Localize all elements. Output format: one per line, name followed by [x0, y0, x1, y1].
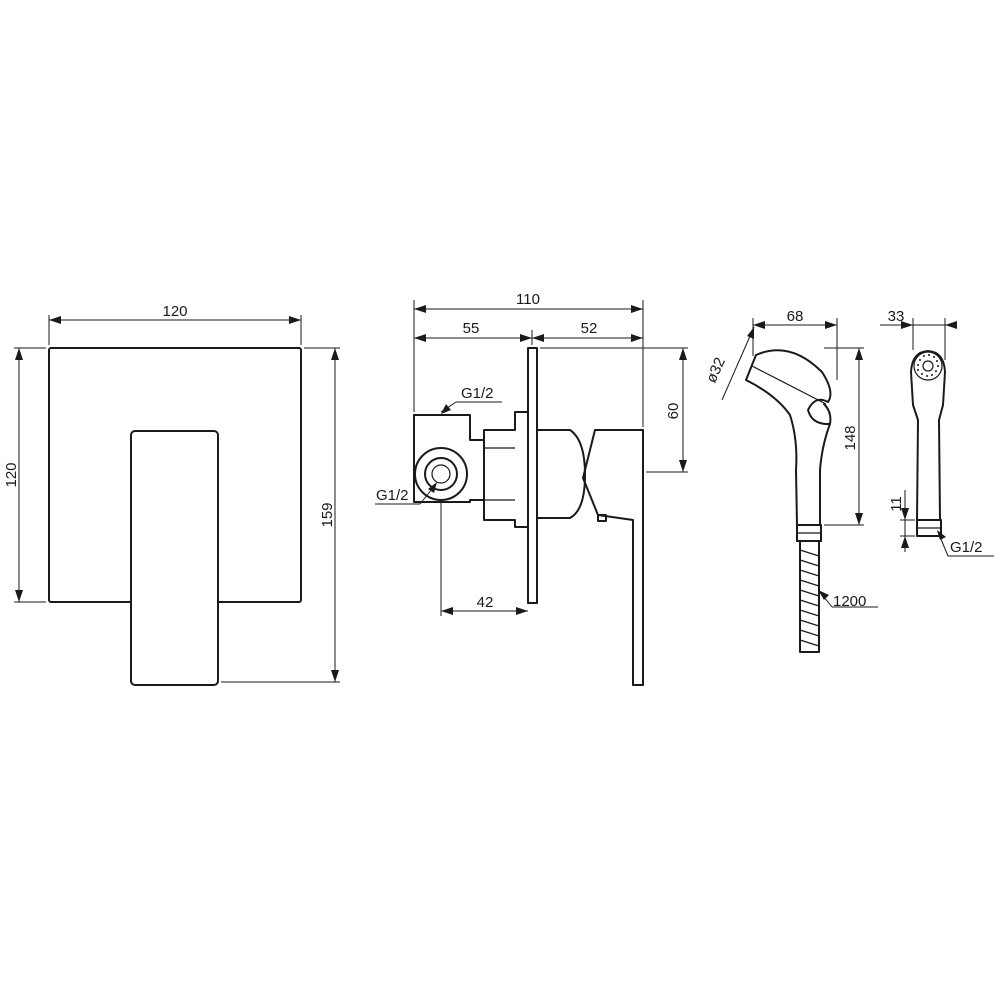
inlet-offset-dimension: 42: [440, 502, 528, 616]
inlet-inner-ring: [424, 457, 458, 491]
inlet-bore: [431, 464, 451, 484]
side-total-dimension: 110: [413, 291, 644, 427]
sprayer-body: [745, 349, 832, 526]
hose-ribs: [799, 549, 820, 647]
side-view: 110 55 52 60 42: [375, 291, 688, 686]
side-cartridge: [536, 429, 586, 519]
side-outlet-nut: [597, 514, 607, 522]
front-height-dimension: 120: [3, 347, 46, 603]
head-diameter-dimension: ø32: [703, 326, 755, 401]
spray-face-outer: [913, 351, 943, 381]
sprayer-front-view: 33 11 G1/2: [880, 308, 994, 557]
front-width-dimension: 120: [48, 303, 302, 345]
inlet-thread-top-leader: G1/2: [440, 385, 502, 414]
inlet-thread-front-leader: G1/2: [375, 482, 437, 505]
inlet-bracket: [413, 414, 485, 503]
front-width-label: 120: [162, 303, 187, 320]
front-height-label: 120: [3, 462, 20, 487]
sprayer-height-label: 148: [842, 425, 859, 450]
head-diameter-label: ø32: [703, 355, 729, 386]
spray-holes: [917, 354, 939, 377]
inlet-thread-front-label: G1/2: [376, 487, 409, 504]
side-total-label: 110: [516, 291, 540, 308]
thread-length-label: 11: [888, 496, 905, 512]
sprayer-thread-label: G1/2: [950, 539, 983, 556]
hose-length-label: 1200: [833, 593, 866, 610]
sprayer-thread-leader: G1/2: [937, 530, 994, 557]
side-body: [483, 411, 529, 528]
inlet-thread-top-label: G1/2: [461, 385, 494, 402]
sprayer-hose: [799, 540, 820, 653]
wall-plate: [527, 347, 538, 604]
side-left-label: 55: [463, 320, 480, 337]
spray-face-inner: [922, 360, 934, 372]
front-total-height-dimension: 159: [221, 347, 340, 683]
thread-length-dimension: 11: [888, 490, 915, 552]
sprayer-width-label: 33: [888, 308, 905, 325]
sprayer-height-dimension: 148: [824, 347, 864, 526]
side-split-dimension: 55 52: [414, 320, 643, 345]
side-right-label: 52: [581, 320, 598, 337]
sprayer-front-body: [910, 350, 946, 521]
inlet-offset-label: 42: [477, 594, 494, 611]
hose-length-leader: 1200: [818, 590, 878, 610]
front-total-height-label: 159: [319, 502, 336, 527]
sprayer-side-view: 68 ø32 148 1200: [703, 308, 878, 653]
lever-handle: [130, 430, 219, 686]
head-length-label: 68: [787, 308, 804, 325]
side-height-dimension: 60: [540, 347, 688, 473]
head-length-dimension: 68: [752, 308, 838, 380]
side-height-label: 60: [665, 403, 682, 420]
front-view: 120 120 159: [3, 303, 340, 686]
side-lever: [582, 429, 644, 686]
inlet-outer-ring: [414, 447, 468, 501]
sprayer-width-dimension: 33: [880, 308, 957, 360]
